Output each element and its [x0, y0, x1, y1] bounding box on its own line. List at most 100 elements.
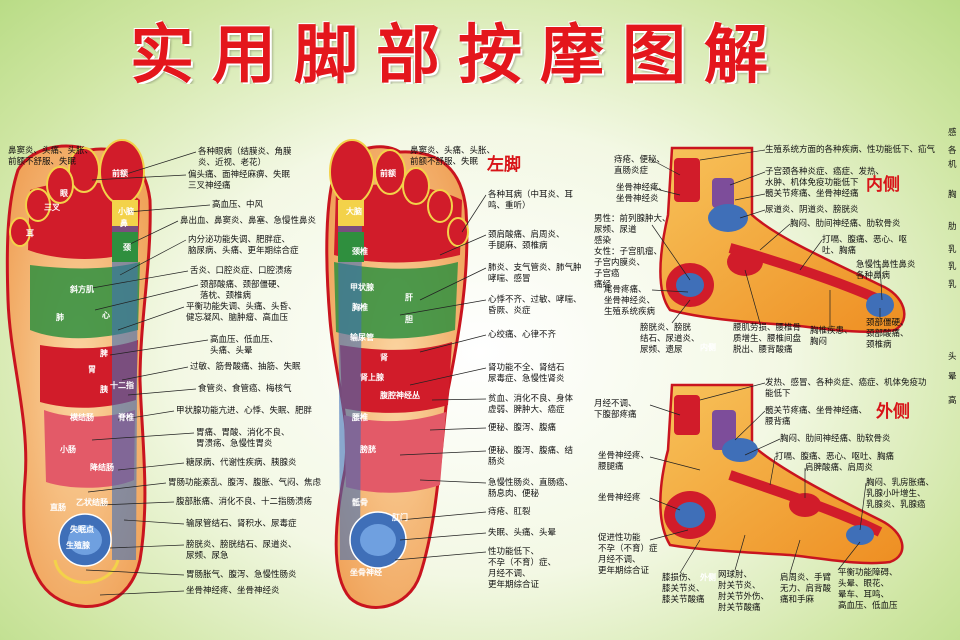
sole_labels-label: 肾功能不全、肾结石尿毒症、急慢性肾炎 — [488, 363, 565, 385]
center_labels-label-line: 健忘凝风、脑肿瘤、高血压 — [186, 313, 289, 323]
outer_labels-label-line: 腰背痛 — [765, 417, 791, 427]
leader-line — [117, 462, 185, 471]
center_labels-label-line: 偏头痛、面神经麻痹、失眠 — [188, 170, 291, 180]
leader-line — [399, 532, 487, 541]
heading-outer-side: 外侧 — [876, 402, 910, 422]
inner_labels-label-line: 生殖系统方面的各种疾病、性功能低下、疝气 — [765, 145, 936, 155]
sole_labels-label-line: 肠息肉、便秘 — [488, 489, 540, 499]
center_labels-label-line: 胃肠功能紊乱、腹泻、腹胀、气闷、焦虑 — [168, 478, 322, 488]
inner_labels-label: 痔疮、便秘、直肠炎症 — [614, 155, 665, 177]
center_labels-label: 胃痛、胃酸、消化不良、胃溃疡、急慢性胃炎 — [196, 428, 290, 450]
center_labels-label-line: 甲状腺功能亢进、心悸、失眠、肥胖 — [176, 406, 313, 416]
sole_labels-label: 便秘、腹泻、腹痛 — [488, 423, 556, 434]
sole_labels-label: 心悸不齐、过敏、哮喘、昏厥、炎症 — [488, 295, 582, 317]
center_labels-label-line: 高血压、中风 — [212, 200, 264, 210]
outer_labels-label-line: 月经不调、 — [598, 555, 641, 565]
leader-line — [85, 569, 185, 576]
inner_labels-label: 子宫颈各种炎症、癌症、发热、水肿、机体免疫功能低下 — [765, 167, 884, 189]
outer_labels-label-line: 打嗝、腹痛、恶心、呕吐、胸痛 — [775, 452, 895, 462]
leader-line — [859, 482, 867, 531]
inner_labels-label: 髋关节疼痛、坐骨神经痛 — [765, 189, 859, 200]
outer_labels-label-line: 肩周炎、手臂 — [780, 573, 832, 583]
inner_labels-label-line: 尿频、遗尿 — [640, 345, 683, 355]
foot-zone-text: 十二指 — [110, 380, 134, 390]
foot-zone-text: 甲状腺 — [350, 282, 375, 292]
foot-zone-text: 肝 — [405, 293, 413, 302]
inner_labels-label-line: 质增生、腰椎间盘 — [733, 334, 802, 344]
outer_labels-label-line: 胸闷、乳房胀痛、 — [866, 478, 935, 488]
leader-line — [837, 541, 861, 571]
leader-line — [119, 151, 197, 177]
leader-line — [99, 590, 185, 596]
foot-zone-text: 斜方肌 — [69, 284, 94, 294]
sole_labels-label: 肺炎、支气管炎、肺气肿哮喘、感冒 — [488, 263, 582, 285]
inner_labels-label-line: 吐、胸痛 — [822, 246, 857, 256]
sole_labels-label-line: 尿毒症、急慢性肾炎 — [488, 374, 565, 384]
sole_labels-label-line: 性功能低下、 — [488, 547, 540, 557]
foot-zone-text: 骶骨 — [352, 497, 368, 507]
leader-line — [651, 187, 681, 196]
outer_labels-label-line: 头晕、眼花、 — [838, 579, 890, 589]
inner_labels-label: 胸椎疾患、胸闷 — [810, 326, 853, 348]
outer_labels-label-line: 痛和手麻 — [780, 595, 815, 605]
center_labels-label: 坐骨神经疼、坐骨神经炎 — [186, 586, 280, 597]
right-sole — [5, 139, 152, 608]
page-title: 实用脚部按摩图解 — [130, 18, 786, 84]
foot-zone-text: 腰椎 — [351, 412, 368, 422]
sole_labels-label-line: 心绞痛、心律不齐 — [488, 330, 557, 340]
sole_labels-label-line: 各种耳病（中耳炎、耳 — [488, 190, 574, 200]
sole_labels-label-line: 更年期综合证 — [488, 580, 540, 590]
leader-line — [699, 382, 766, 401]
sole_labels-label-line: 肺炎、支气管炎、肺气肿 — [488, 263, 582, 273]
inner_labels-label-line: 膀胱炎、膀胱 — [640, 323, 692, 333]
center_labels-label: 偏头痛、面神经麻痹、失眠三叉神经痛 — [188, 170, 290, 192]
leader-line — [649, 456, 701, 471]
leader-line — [739, 209, 766, 219]
sole_labels-label: 性功能低下、不孕（不育）症、月经不调、更年期综合证 — [488, 547, 556, 591]
center_labels-label-line: 头痛、头晕 — [210, 346, 253, 356]
center_labels-label: 鼻出血、鼻窦炎、鼻塞、急慢性鼻炎 — [180, 216, 316, 227]
center_labels-label-line: 颈部酸痛、颈部僵硬、 — [200, 280, 286, 290]
sole_labels-label-line: 鼻窦炎、头痛、头胀、 — [410, 146, 496, 156]
sole_labels-label-line: 月经不调、 — [488, 569, 531, 579]
inner_labels-label-line: 女性：子宫肌瘤、 — [594, 247, 663, 257]
sole_labels-label-line: 昏厥、炎症 — [488, 306, 531, 316]
outer_labels-label-line: 发热、感冒、各种炎症、癌症、机体免疫功 — [765, 378, 927, 388]
foot-zone-text: 前额 — [380, 168, 396, 178]
inner_labels-label: 尿道炎、阴道炎、膀胱炎 — [765, 205, 859, 216]
outer_labels-label-line: 肘关节炎、 — [718, 581, 761, 591]
outer_labels-label-line: 坐骨神经疼 — [598, 493, 641, 503]
foot-zone-text: 胆 — [405, 315, 413, 324]
leader-line — [127, 388, 197, 396]
center_labels-label: 颈部酸痛、颈部僵硬、落枕、颈椎病 — [200, 280, 285, 302]
outer_labels-label-line: 月经不调、 — [594, 399, 637, 409]
leader-line — [419, 334, 487, 353]
outer_labels-label-line: 无力、肩背酸 — [780, 584, 832, 594]
sole_labels-label-line: 急慢性肠炎、直肠癌、 — [488, 478, 574, 488]
outer_labels-label-line: 不孕（不育）症 — [598, 544, 658, 554]
outer_labels-label: 发热、感冒、各种炎症、癌症、机体免疫功能低下 — [765, 378, 927, 400]
center_labels-label-line: 食管炎、食管癌、梅核气 — [198, 384, 292, 394]
leader-line — [91, 432, 195, 441]
center_labels-label: 内分泌功能失调、肥胖症、脑尿病、头痛、更年期综合症 — [188, 235, 299, 257]
outer_labels-label-line: 更年期综合证 — [598, 566, 650, 576]
center_labels-label: 糖尿病、代谢性疾病、胰腺炎 — [186, 458, 297, 469]
center_labels-label-line: 舌炎、口腔炎症、口腔溃疡 — [190, 266, 293, 276]
inner_labels-label-line: 坐骨神经炎 — [616, 194, 659, 204]
outer_labels-label: 坐骨神经疼、腰腿痛 — [598, 451, 649, 473]
foot-zone-text: 肾 — [380, 353, 388, 362]
center_labels-label: 各种眼病（结膜炎、角膜炎、近视、老花） — [198, 147, 292, 169]
outer_labels-label: 网球肘、肘关节炎、肘关节外伤、肘关节酸痛 — [718, 570, 769, 614]
leader-line — [429, 427, 487, 431]
inner_labels-label-line: 脱出、腰背酸痛 — [733, 345, 793, 355]
sole_labels-label-line: 痔疮、肛裂 — [488, 507, 531, 517]
center_labels-label-line: 三叉神经痛 — [188, 181, 231, 191]
left_edge_labels-label: 鼻窦炎、头痛、头胀、前额不舒服、失眠 — [8, 146, 93, 168]
center_labels-label: 腹部胀痛、消化不良、十二指肠溃疡 — [176, 497, 312, 508]
heading-left-foot: 左脚 — [487, 155, 521, 175]
leader-line — [127, 204, 211, 213]
foot-zone-text: 生殖腺 — [66, 540, 91, 550]
foot-zone-text: 鼻 — [120, 218, 128, 228]
inner_labels-label-line: 急慢性鼻性鼻炎 — [856, 260, 916, 270]
inner_labels-label-line: 颈椎病 — [866, 340, 892, 350]
